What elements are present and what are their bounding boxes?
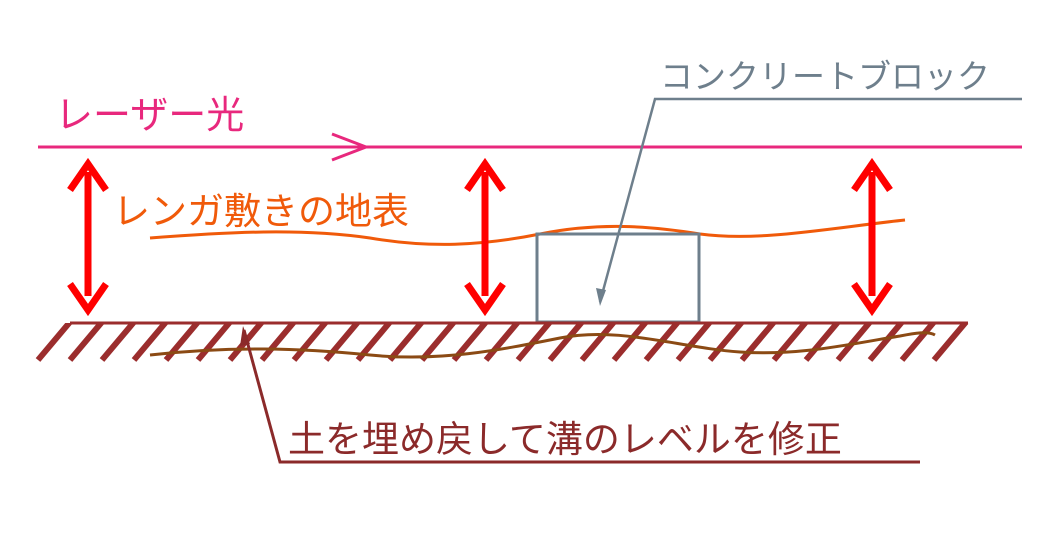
ground-hatch-stroke (579, 323, 617, 362)
ground-hatch-stroke (483, 323, 521, 362)
backfill-leader (242, 329, 920, 464)
ground-hatch-stroke (867, 323, 905, 362)
measure-arrows (67, 157, 893, 317)
ground-hatch-stroke (131, 323, 169, 362)
ground-hatch-stroke (99, 323, 137, 362)
concrete-block-leader-arrowhead (596, 288, 606, 306)
ground-hatch-stroke (611, 323, 649, 362)
laser-label: レーザー光 (55, 93, 244, 137)
measure-arrow-right (851, 157, 893, 317)
laser-beam (38, 132, 1022, 162)
ground-hatch-stroke (835, 323, 873, 362)
ground-hatch-stroke (323, 323, 361, 362)
ground-hatch-stroke (35, 323, 73, 362)
ground-hatch-stroke (771, 323, 809, 362)
measure-arrow-middle (464, 157, 506, 317)
ground-hatch-stroke (259, 323, 297, 362)
laser-arrowhead (331, 132, 371, 162)
ground-hatch-stroke (739, 323, 777, 362)
backfill-label: 土を埋め戻して溝のレベルを修正 (288, 418, 842, 461)
measure-arrow-left (67, 157, 109, 317)
ground-hatch-stroke (387, 323, 425, 362)
ground-hatch-stroke (419, 323, 457, 362)
concrete-block-label: コンクリートブロック (660, 57, 990, 96)
ground-hatching (35, 323, 969, 362)
ground-hatch-stroke (899, 323, 937, 362)
ground-surface (35, 321, 969, 362)
concrete-block-leader (598, 97, 1022, 303)
ground-hatch-stroke (547, 323, 585, 362)
ground-hatch-stroke (803, 323, 841, 362)
ground-hatch-stroke (707, 323, 745, 362)
ground-hatch-stroke (515, 323, 553, 362)
ground-hatch-stroke (195, 323, 233, 362)
concrete-block (535, 232, 701, 324)
backfill-leader-arrowhead (240, 326, 250, 346)
ground-hatch-stroke (675, 323, 713, 362)
ground-hatch-stroke (67, 323, 105, 362)
ground-hatch-stroke (291, 323, 329, 362)
backfill-soil-line (149, 331, 936, 359)
ground-hatch-stroke (931, 323, 969, 362)
paved-surface-label: レンガ敷きの地表 (113, 190, 409, 233)
